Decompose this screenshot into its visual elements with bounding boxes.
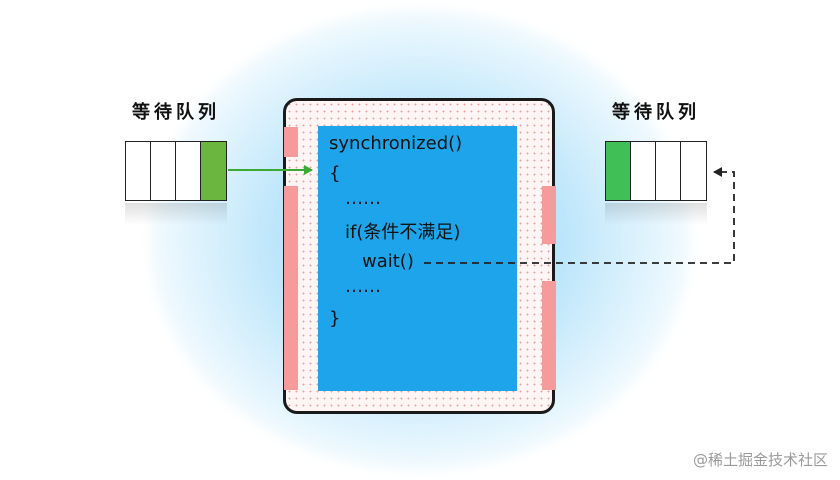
queue-slot-filled: [201, 142, 226, 200]
code-line-ellipsis-2: ……: [345, 276, 381, 297]
watermark: @稀土掘金技术社区: [692, 451, 828, 469]
right-queue-reflection: [605, 203, 707, 225]
left-wall-bar: [284, 186, 298, 390]
queue-slot: [681, 142, 706, 200]
queue-slot: [176, 142, 201, 200]
queue-slot: [126, 142, 151, 200]
queue-slot: [631, 142, 656, 200]
right-gate-bar-top: [542, 186, 556, 244]
queue-slot: [656, 142, 681, 200]
right-gate-bar-bottom: [542, 281, 556, 390]
code-line-wait: wait(): [362, 251, 414, 272]
right-queue-title: 等待队列: [612, 102, 700, 123]
left-queue-title: 等待队列: [132, 102, 220, 123]
code-panel: [318, 126, 517, 391]
code-line-if: if(条件不满足): [345, 222, 461, 243]
left-queue: [125, 141, 227, 201]
code-line-synchronized: synchronized(): [329, 133, 463, 154]
right-queue: [605, 141, 707, 201]
wait-arrow: [424, 167, 735, 264]
code-line-ellipsis-1: ……: [345, 188, 381, 209]
code-line-close-brace: }: [329, 308, 341, 329]
entry-gate-bar: [284, 127, 298, 157]
queue-slot-filled: [606, 142, 631, 200]
code-line-open-brace: {: [329, 163, 341, 184]
queue-slot: [151, 142, 176, 200]
left-queue-reflection: [125, 203, 227, 225]
